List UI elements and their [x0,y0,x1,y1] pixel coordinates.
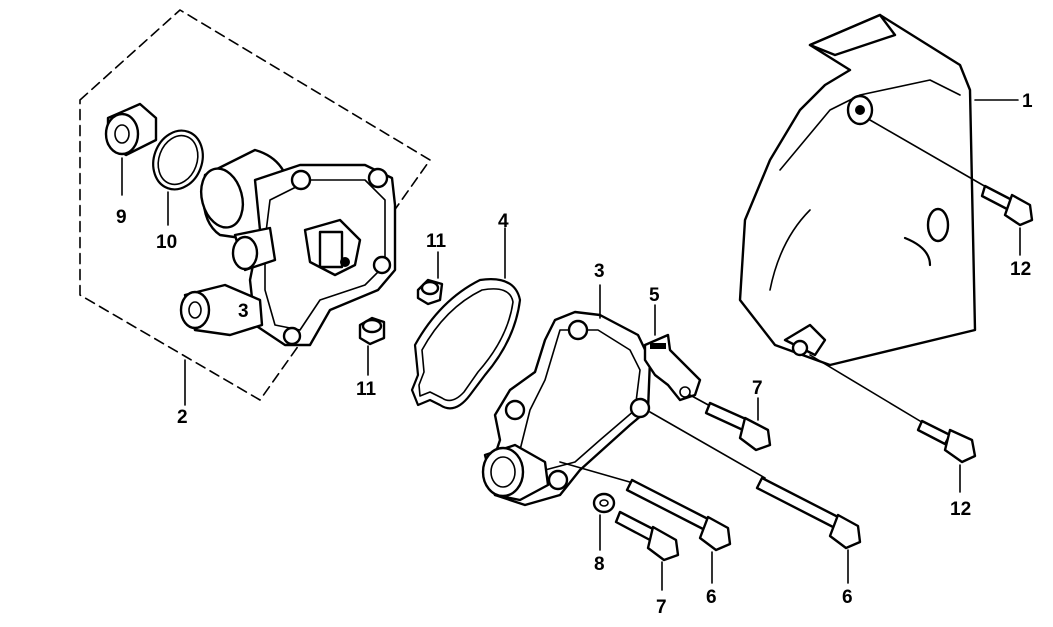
bolt-part-7-lower [614,510,680,591]
water-pump-assembly-outline [79,9,431,401]
callout-5: 5 [649,285,660,306]
side-cover-part-1 [738,13,1019,367]
bolt-part-12-lower [809,354,977,493]
water-pump-body-part-2: 3 [179,148,397,406]
callout-12-lower: 12 [950,499,971,520]
callout-12-upper: 12 [1010,259,1031,280]
bolt-part-6-right [649,411,862,584]
callout-7-upper: 7 [752,378,763,399]
callout-6-right: 6 [842,587,853,608]
bolt-part-12-upper [869,119,1034,256]
callout-4: 4 [498,211,509,232]
callout-3-on-pump: 3 [238,301,249,322]
gasket-part-4 [410,227,522,410]
callout-6-left: 6 [706,587,717,608]
callout-1: 1 [1022,91,1033,112]
callout-2: 2 [177,407,188,428]
callout-8: 8 [594,554,605,575]
dowel-pin-part-11-lower [358,316,386,376]
clip-part-5 [643,304,702,402]
o-ring-part-10 [152,129,204,226]
bolt-part-7-upper [689,394,772,452]
pump-cover-part-3 [481,284,652,507]
oil-seal-part-9 [104,102,158,196]
callout-11-upper: 11 [426,231,447,252]
dowel-pin-part-11-upper [416,251,444,306]
callout-9: 9 [116,207,127,228]
bolt-part-6-left [559,461,732,584]
callout-11-lower: 11 [356,379,377,400]
callout-3: 3 [594,261,605,282]
washer-part-8 [592,492,616,551]
callout-7-lower: 7 [656,597,667,618]
callout-10: 10 [156,232,177,253]
